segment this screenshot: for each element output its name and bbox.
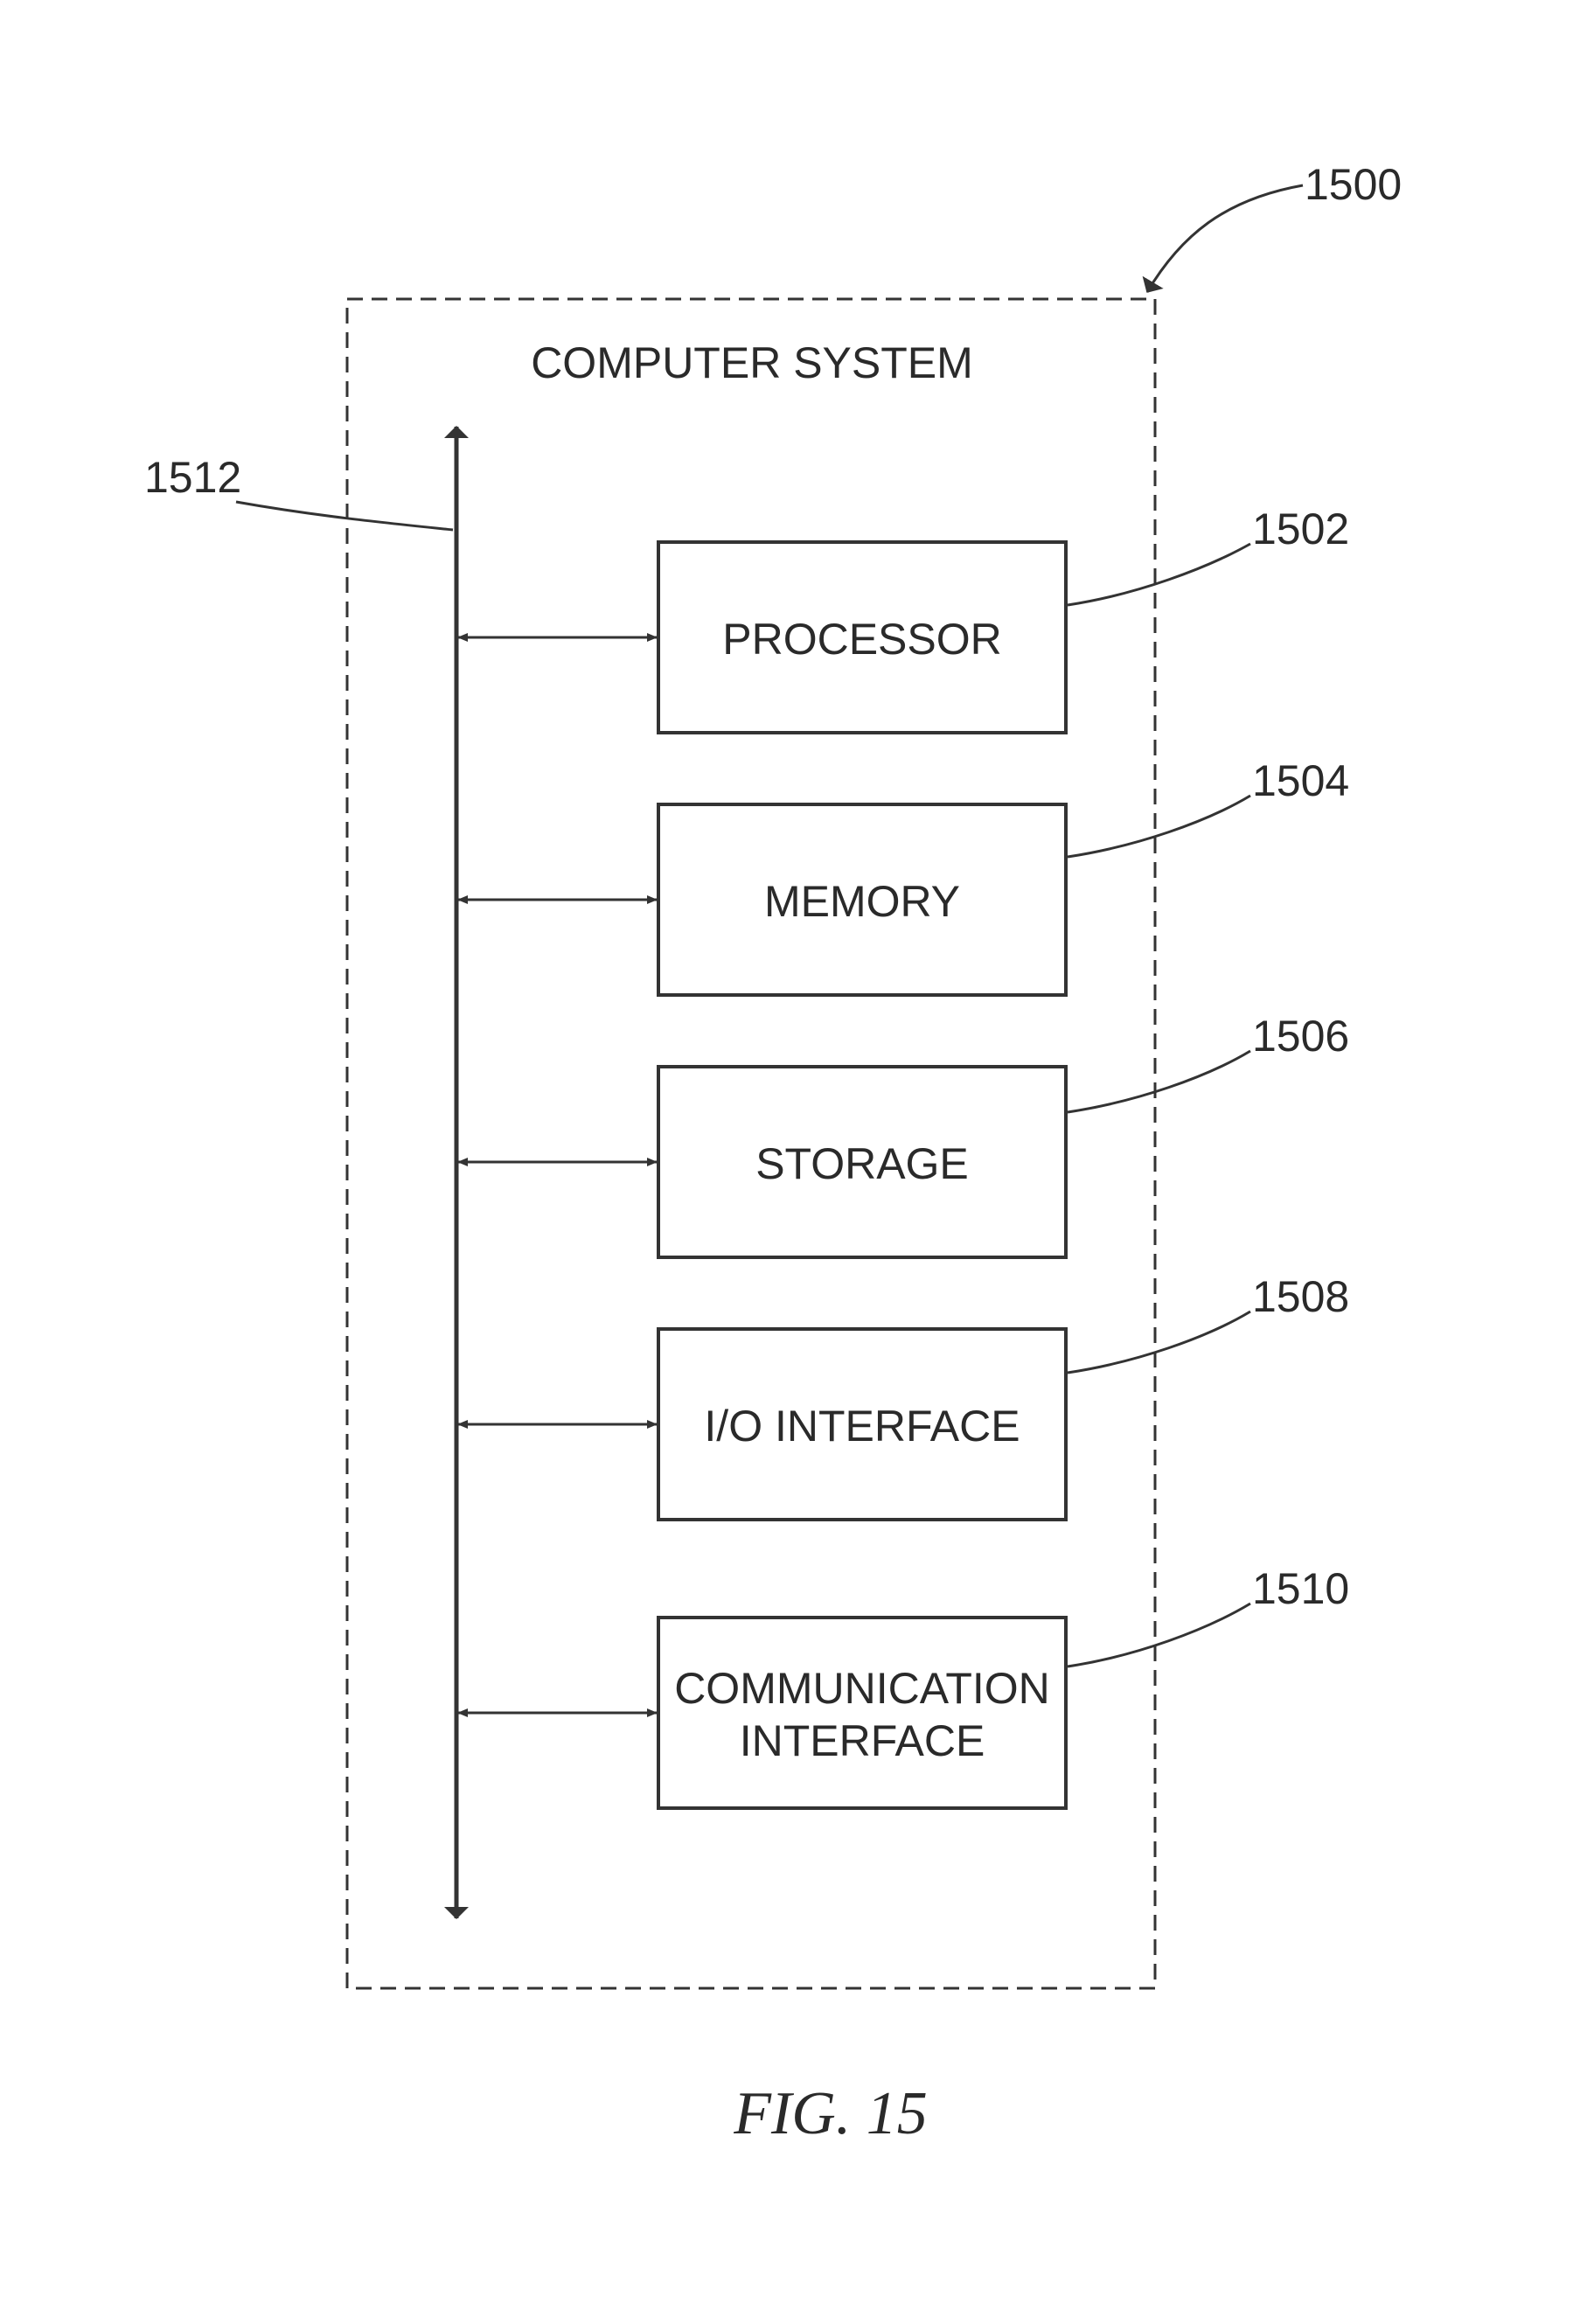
memory-ref-leader [1068, 796, 1250, 857]
component-communication-interface: COMMUNICATION INTERFACE 1510 [458, 1564, 1349, 1808]
communication-interface-ref-label: 1510 [1252, 1564, 1349, 1613]
communication-interface-ref-leader [1068, 1604, 1250, 1666]
io-interface-label: I/O INTERFACE [704, 1402, 1020, 1451]
component-storage: STORAGE 1506 [458, 1012, 1349, 1257]
storage-ref-leader [1068, 1051, 1250, 1112]
figure-caption: FIG. 15 [733, 2080, 928, 2147]
communication-interface-box [658, 1618, 1066, 1808]
io-interface-ref-label: 1508 [1252, 1272, 1349, 1321]
communication-interface-label-line-1: COMMUNICATION [674, 1664, 1050, 1713]
system-ref-label: 1500 [1305, 160, 1402, 209]
storage-label: STORAGE [755, 1139, 969, 1188]
processor-label: PROCESSOR [722, 615, 1002, 664]
storage-ref-label: 1506 [1252, 1012, 1349, 1061]
memory-label: MEMORY [764, 877, 960, 926]
component-processor: PROCESSOR 1502 [458, 504, 1349, 733]
processor-ref-label: 1502 [1252, 504, 1349, 553]
system-title: COMPUTER SYSTEM [531, 338, 973, 387]
bus-ref-leader [236, 502, 453, 530]
communication-interface-label-line-2: INTERFACE [740, 1716, 985, 1765]
processor-ref-leader [1068, 544, 1250, 605]
io-interface-ref-leader [1068, 1312, 1250, 1373]
bus-ref-label: 1512 [144, 453, 241, 502]
system-ref-leader [1147, 185, 1303, 292]
component-memory: MEMORY 1504 [458, 756, 1349, 995]
component-io-interface: I/O INTERFACE 1508 [458, 1272, 1349, 1520]
memory-ref-label: 1504 [1252, 756, 1349, 805]
